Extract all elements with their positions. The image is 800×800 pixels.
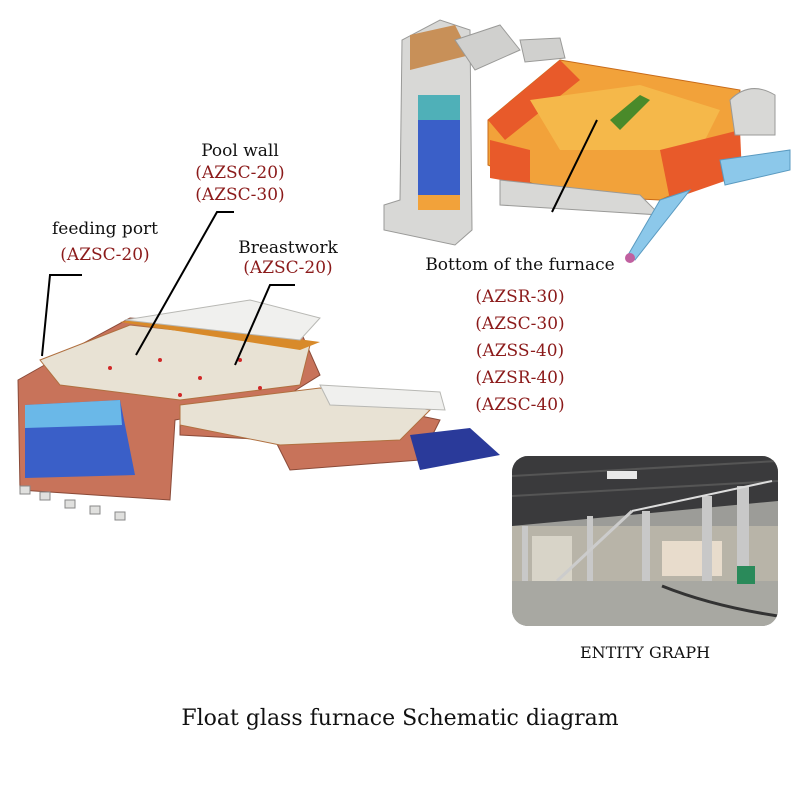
furnace-bottom-codes: (AZSR-30) (AZSC-30) (AZSS-40) (AZSR-40) … — [455, 284, 585, 419]
pool-wall-name: Pool wall — [201, 141, 279, 161]
breastwork-label: Breastwork (AZSC-20) — [228, 238, 348, 278]
pool-wall-code-1: (AZSC-20) — [195, 163, 285, 183]
furnace-bottom-code-4: (AZSR-40) — [475, 368, 565, 388]
leader-line-feeding-port — [41, 274, 82, 357]
breastwork-name: Breastwork — [238, 238, 338, 258]
melting-chamber — [454, 24, 742, 216]
canal-and-channel — [625, 88, 791, 263]
feeding-port-name: feeding port — [51, 219, 159, 239]
furnace-bottom-name: Bottom of the furnace — [425, 255, 615, 275]
factory-photo — [512, 456, 778, 626]
leader-line-breastwork — [234, 284, 295, 366]
furnace-bottom-code-3: (AZSS-40) — [475, 341, 565, 361]
breastwork-code: (AZSC-20) — [243, 258, 333, 278]
leader-line-furnace-bottom — [551, 119, 598, 213]
leader-lines — [41, 119, 598, 366]
photo-caption: ENTITY GRAPH — [579, 643, 711, 662]
furnace-bottom-code-1: (AZSR-30) — [475, 287, 565, 307]
furnace-bottom-code-2: (AZSC-30) — [475, 314, 565, 334]
feeding-port-code: (AZSC-20) — [60, 245, 150, 265]
burner-ports — [19, 485, 126, 521]
factory-interior-image — [512, 456, 778, 626]
feeding-port-label: feeding port (AZSC-20) — [40, 218, 170, 266]
furnace-bottom-code-5: (AZSC-40) — [475, 395, 565, 415]
leader-line-pool-wall — [135, 211, 234, 356]
diagram-title: Float glass furnace Schematic diagram — [181, 706, 619, 731]
pool-wall-code-2: (AZSC-30) — [195, 185, 285, 205]
furnace-bottom-label: Bottom of the furnace — [415, 254, 625, 276]
float-furnace-illustration — [17, 299, 500, 521]
pool-wall-label: Pool wall (AZSC-20) (AZSC-30) — [180, 140, 300, 206]
regenerator-tower — [383, 19, 473, 246]
